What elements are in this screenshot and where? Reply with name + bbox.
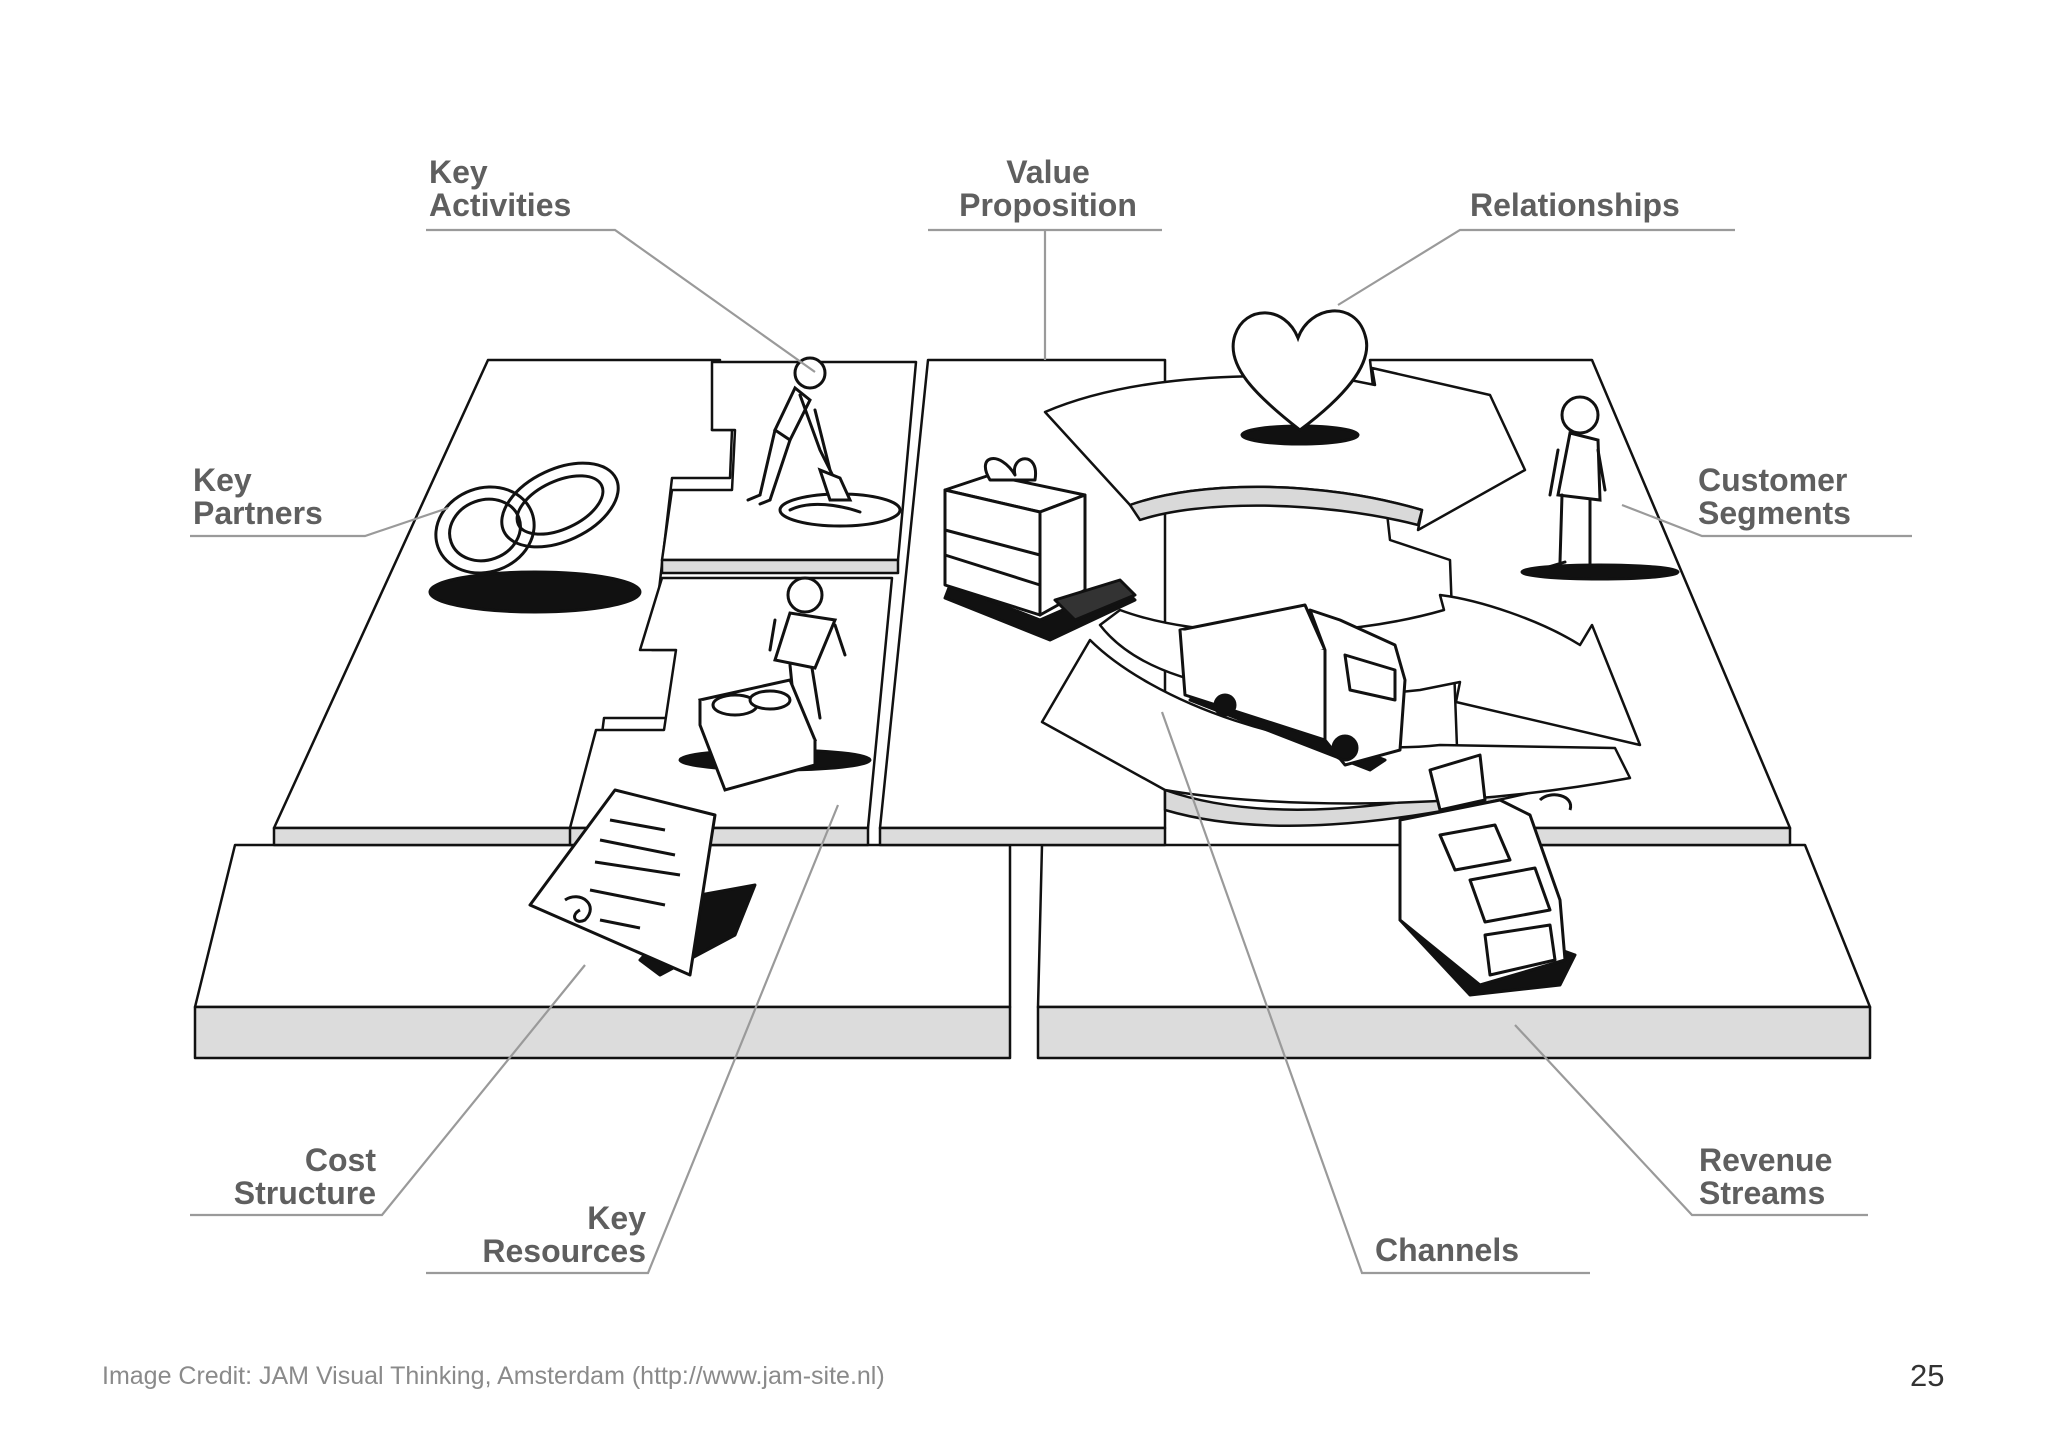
label-value-proposition: Value Proposition [938, 156, 1158, 222]
label-revenue-streams: Revenue Streams [1699, 1144, 1832, 1210]
man-with-materials-icon [680, 578, 870, 790]
label-relationships: Relationships [1470, 189, 1680, 222]
label-relationships-line1: Relationships [1470, 187, 1680, 223]
digging-man-icon [748, 358, 900, 526]
standing-person-icon [1522, 397, 1678, 579]
label-key-partners-line2: Partners [193, 495, 323, 531]
heart-icon [1233, 311, 1367, 444]
leader-channels [1162, 712, 1590, 1273]
label-key-resources-line1: Key [587, 1200, 646, 1236]
cash-register-icon [1400, 755, 1575, 995]
label-customer-segments-line1: Customer [1698, 462, 1848, 498]
delivery-truck-icon [1180, 605, 1405, 770]
label-value-proposition-line2: Proposition [959, 187, 1137, 223]
image-credit: Image Credit: JAM Visual Thinking, Amste… [102, 1362, 885, 1390]
leader-value-proposition [928, 230, 1162, 360]
leader-key-activities [426, 230, 815, 372]
leader-revenue-streams [1515, 1025, 1868, 1215]
label-key-partners-line1: Key [193, 462, 252, 498]
leader-customer-segments [1622, 505, 1912, 536]
leader-cost-structure [190, 965, 585, 1215]
label-revenue-streams-line2: Streams [1699, 1175, 1826, 1211]
page-number: 25 [1910, 1358, 1945, 1393]
label-cost-structure: Cost Structure [170, 1144, 376, 1210]
label-channels-line1: Channels [1375, 1232, 1520, 1268]
leader-lines [190, 230, 1912, 1273]
gift-boxes-icon [945, 459, 1135, 640]
label-cost-structure-line2: Structure [233, 1175, 376, 1211]
label-value-proposition-line1: Value [1006, 154, 1090, 190]
label-key-activities: Key Activities [429, 156, 571, 222]
label-key-partners: Key Partners [193, 464, 323, 530]
label-key-resources: Key Resources [420, 1202, 646, 1268]
label-revenue-streams-line1: Revenue [1699, 1142, 1833, 1178]
label-customer-segments: Customer Segments [1698, 464, 1851, 530]
label-key-resources-line2: Resources [482, 1233, 646, 1269]
label-key-activities-line2: Activities [429, 187, 572, 223]
label-channels: Channels [1375, 1234, 1519, 1267]
label-key-activities-line1: Key [429, 154, 488, 190]
leader-key-partners [190, 508, 448, 536]
leader-relationships [1338, 230, 1735, 305]
interlocked-rings-icon [424, 446, 640, 612]
label-customer-segments-line2: Segments [1698, 495, 1851, 531]
label-cost-structure-line1: Cost [304, 1142, 376, 1178]
leader-key-resources [426, 805, 838, 1273]
contract-document-icon [530, 790, 755, 975]
